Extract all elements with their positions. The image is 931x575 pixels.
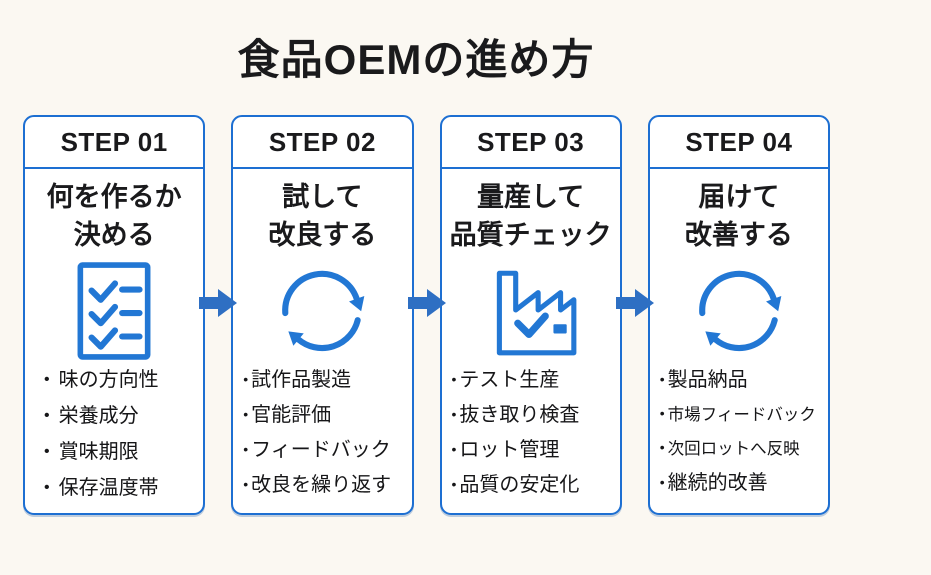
bullet-dot: • xyxy=(659,371,665,387)
bullet-dot: • xyxy=(451,441,457,457)
bullet-text: 味の方向性 xyxy=(58,369,159,391)
bullet-dot: • xyxy=(44,479,50,496)
bullet-item: •試作品製造 xyxy=(243,368,407,393)
bullet-item: • 味の方向性 xyxy=(44,368,199,394)
flow-arrow xyxy=(615,288,654,318)
bullet-text: 栄養成分 xyxy=(58,405,139,427)
flow-arrow xyxy=(199,288,238,318)
step-header: STEP 02 xyxy=(233,117,412,169)
arrow-right-icon xyxy=(199,289,238,317)
cycle-icon xyxy=(650,258,828,364)
bullet-item: •継続的改善 xyxy=(660,471,824,496)
bullet-text: フィードバック xyxy=(251,439,391,461)
bullet-item: •品質の安定化 xyxy=(452,473,616,498)
bullet-text: 賞味期限 xyxy=(58,441,139,463)
step-bullets: •製品納品•市場フィードバック•次回ロットへ反映•継続的改善 xyxy=(650,368,828,506)
bullet-item: •官能評価 xyxy=(243,403,407,428)
bullet-item: •ロット管理 xyxy=(452,438,616,463)
bullet-dot: • xyxy=(44,371,50,388)
bullet-dot: • xyxy=(451,371,457,387)
arrow-right-icon xyxy=(615,289,654,317)
bullet-dot: • xyxy=(243,441,249,457)
step-bullets: •テスト生産•抜き取り検査•ロット管理•品質の安定化 xyxy=(442,368,620,508)
bullet-item: •テスト生産 xyxy=(452,368,616,393)
flow: STEP 01 何を作るか決める •味の方向性•栄養成分•賞味期限•保存温度帯 … xyxy=(23,115,830,515)
cycle-icon xyxy=(233,258,411,364)
step-label: STEP 03 xyxy=(477,126,585,157)
bullet-text: 保存温度帯 xyxy=(58,477,159,499)
bullet-text: 改良を繰り返す xyxy=(251,474,392,496)
step-title: 何を作るか決める xyxy=(46,182,182,250)
bullet-text: 抜き取り検査 xyxy=(459,404,580,426)
flow-arrow xyxy=(407,288,446,318)
bullet-dot: • xyxy=(44,443,50,460)
factory-icon xyxy=(442,258,620,364)
bullet-text: 製品納品 xyxy=(667,369,748,391)
bullet-dot: • xyxy=(659,405,665,421)
bullet-text: テスト生産 xyxy=(459,369,560,391)
bullet-dot: • xyxy=(243,406,249,422)
bullet-dot: • xyxy=(659,474,665,490)
checklist-icon xyxy=(25,258,203,364)
step-title: 量産して品質チェック xyxy=(449,182,612,250)
bullet-item: •次回ロットへ反映 xyxy=(660,437,824,461)
bullet-item: •フィードバック xyxy=(243,438,407,463)
bullet-item: •抜き取り検査 xyxy=(452,403,616,428)
bullet-dot: • xyxy=(451,406,457,422)
step-card: STEP 04 届けて改善する •製品納品•市場フィードバック•次回ロットへ反映… xyxy=(647,115,830,515)
step-label: STEP 01 xyxy=(60,126,168,157)
bullet-text: 品質の安定化 xyxy=(459,474,580,496)
bullet-dot: • xyxy=(451,476,457,492)
step-card: STEP 02 試して改良する •試作品製造•官能評価•フィードバック•改良を繰… xyxy=(231,115,414,515)
bullet-dot: • xyxy=(243,476,249,492)
step-card: STEP 03 量産して品質チェック •テスト生産•抜き取り検査•ロット管理•品… xyxy=(439,115,622,515)
bullet-dot: • xyxy=(44,407,50,424)
step-bullets: •試作品製造•官能評価•フィードバック•改良を繰り返す xyxy=(233,368,411,508)
bullet-item: •製品納品 xyxy=(660,368,824,393)
step-bullets: • 味の方向性 • 栄養成分 • 賞味期限 • 保存温度帯 xyxy=(25,368,203,512)
bullet-dot: • xyxy=(243,371,249,387)
diagram-title: 食品OEMの進め方 xyxy=(237,36,595,83)
step-title: 届けて改善する xyxy=(684,182,793,250)
bullet-item: • 栄養成分 xyxy=(44,404,199,430)
bullet-text: 次回ロットへ反映 xyxy=(667,440,800,458)
step-label: STEP 02 xyxy=(268,126,376,157)
bullet-text: 継続的改善 xyxy=(667,472,768,494)
bullet-item: • 賞味期限 xyxy=(44,440,199,466)
bullet-dot: • xyxy=(659,439,665,455)
arrow-right-icon xyxy=(407,289,446,317)
bullet-text: 官能評価 xyxy=(251,404,332,426)
bullet-text: 市場フィードバック xyxy=(667,406,816,424)
step-header: STEP 03 xyxy=(441,117,620,169)
bullet-item: • 保存温度帯 xyxy=(44,476,199,502)
bullet-text: 試作品製造 xyxy=(251,369,352,391)
step-header: STEP 04 xyxy=(649,117,828,169)
bullet-text: ロット管理 xyxy=(459,439,560,461)
step-title: 試して改良する xyxy=(268,182,377,250)
bullet-item: •改良を繰り返す xyxy=(243,473,407,498)
step-label: STEP 04 xyxy=(685,126,793,157)
step-card: STEP 01 何を作るか決める • 味の方向性 • 栄養成分 • 賞味期限 • 保存温度帯 xyxy=(23,115,206,515)
step-header: STEP 01 xyxy=(25,117,204,169)
bullet-item: •市場フィードバック xyxy=(660,403,824,427)
